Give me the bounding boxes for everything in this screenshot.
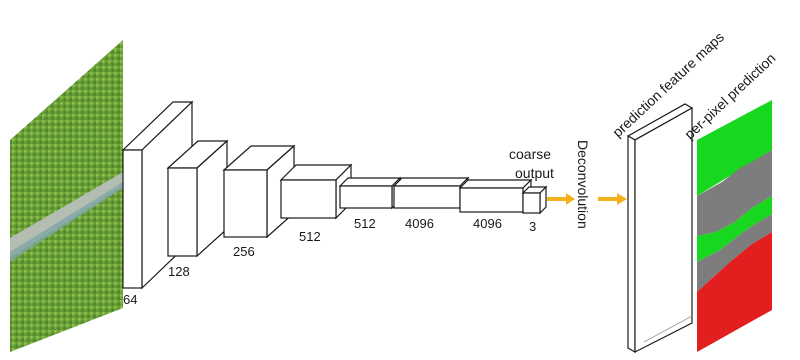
segment-other [697, 232, 772, 352]
input-road-edge [10, 182, 123, 262]
segment-vegetation [697, 100, 772, 196]
layer-box-512b [338, 176, 402, 210]
layer-label-512b: 512 [354, 216, 376, 231]
coarse-output-label-line1: coarse [509, 146, 551, 162]
coarse-output-label-line2: output [515, 165, 554, 181]
arrow-to-prediction [598, 193, 627, 205]
layer-label-3: 3 [529, 219, 536, 234]
layer-box-4096b [458, 178, 533, 214]
layer-box-3 [521, 185, 548, 215]
per-pixel-prediction-map [697, 100, 772, 352]
layer-box-128 [166, 139, 229, 258]
arrow-to-deconvolution [547, 193, 575, 205]
layer-label-4096a: 4096 [405, 216, 434, 231]
segment-vegetation-lower [697, 196, 772, 262]
layer-boxes [121, 100, 548, 290]
layer-box-4096a [392, 176, 470, 210]
layer-label-64: 64 [123, 292, 137, 307]
segment-road [697, 150, 772, 236]
layer-label-128: 128 [168, 264, 190, 279]
prediction-feature-maps-box [626, 103, 694, 354]
layer-label-4096b: 4096 [473, 216, 502, 231]
layer-labels: 64 128 256 512 512 4096 4096 3 [123, 216, 536, 307]
deconvolution-label: Deconvolution [575, 140, 591, 229]
layer-label-256: 256 [233, 244, 255, 259]
layer-label-512a: 512 [299, 229, 321, 244]
segment-road-lower [697, 214, 772, 292]
input-image [10, 40, 123, 352]
